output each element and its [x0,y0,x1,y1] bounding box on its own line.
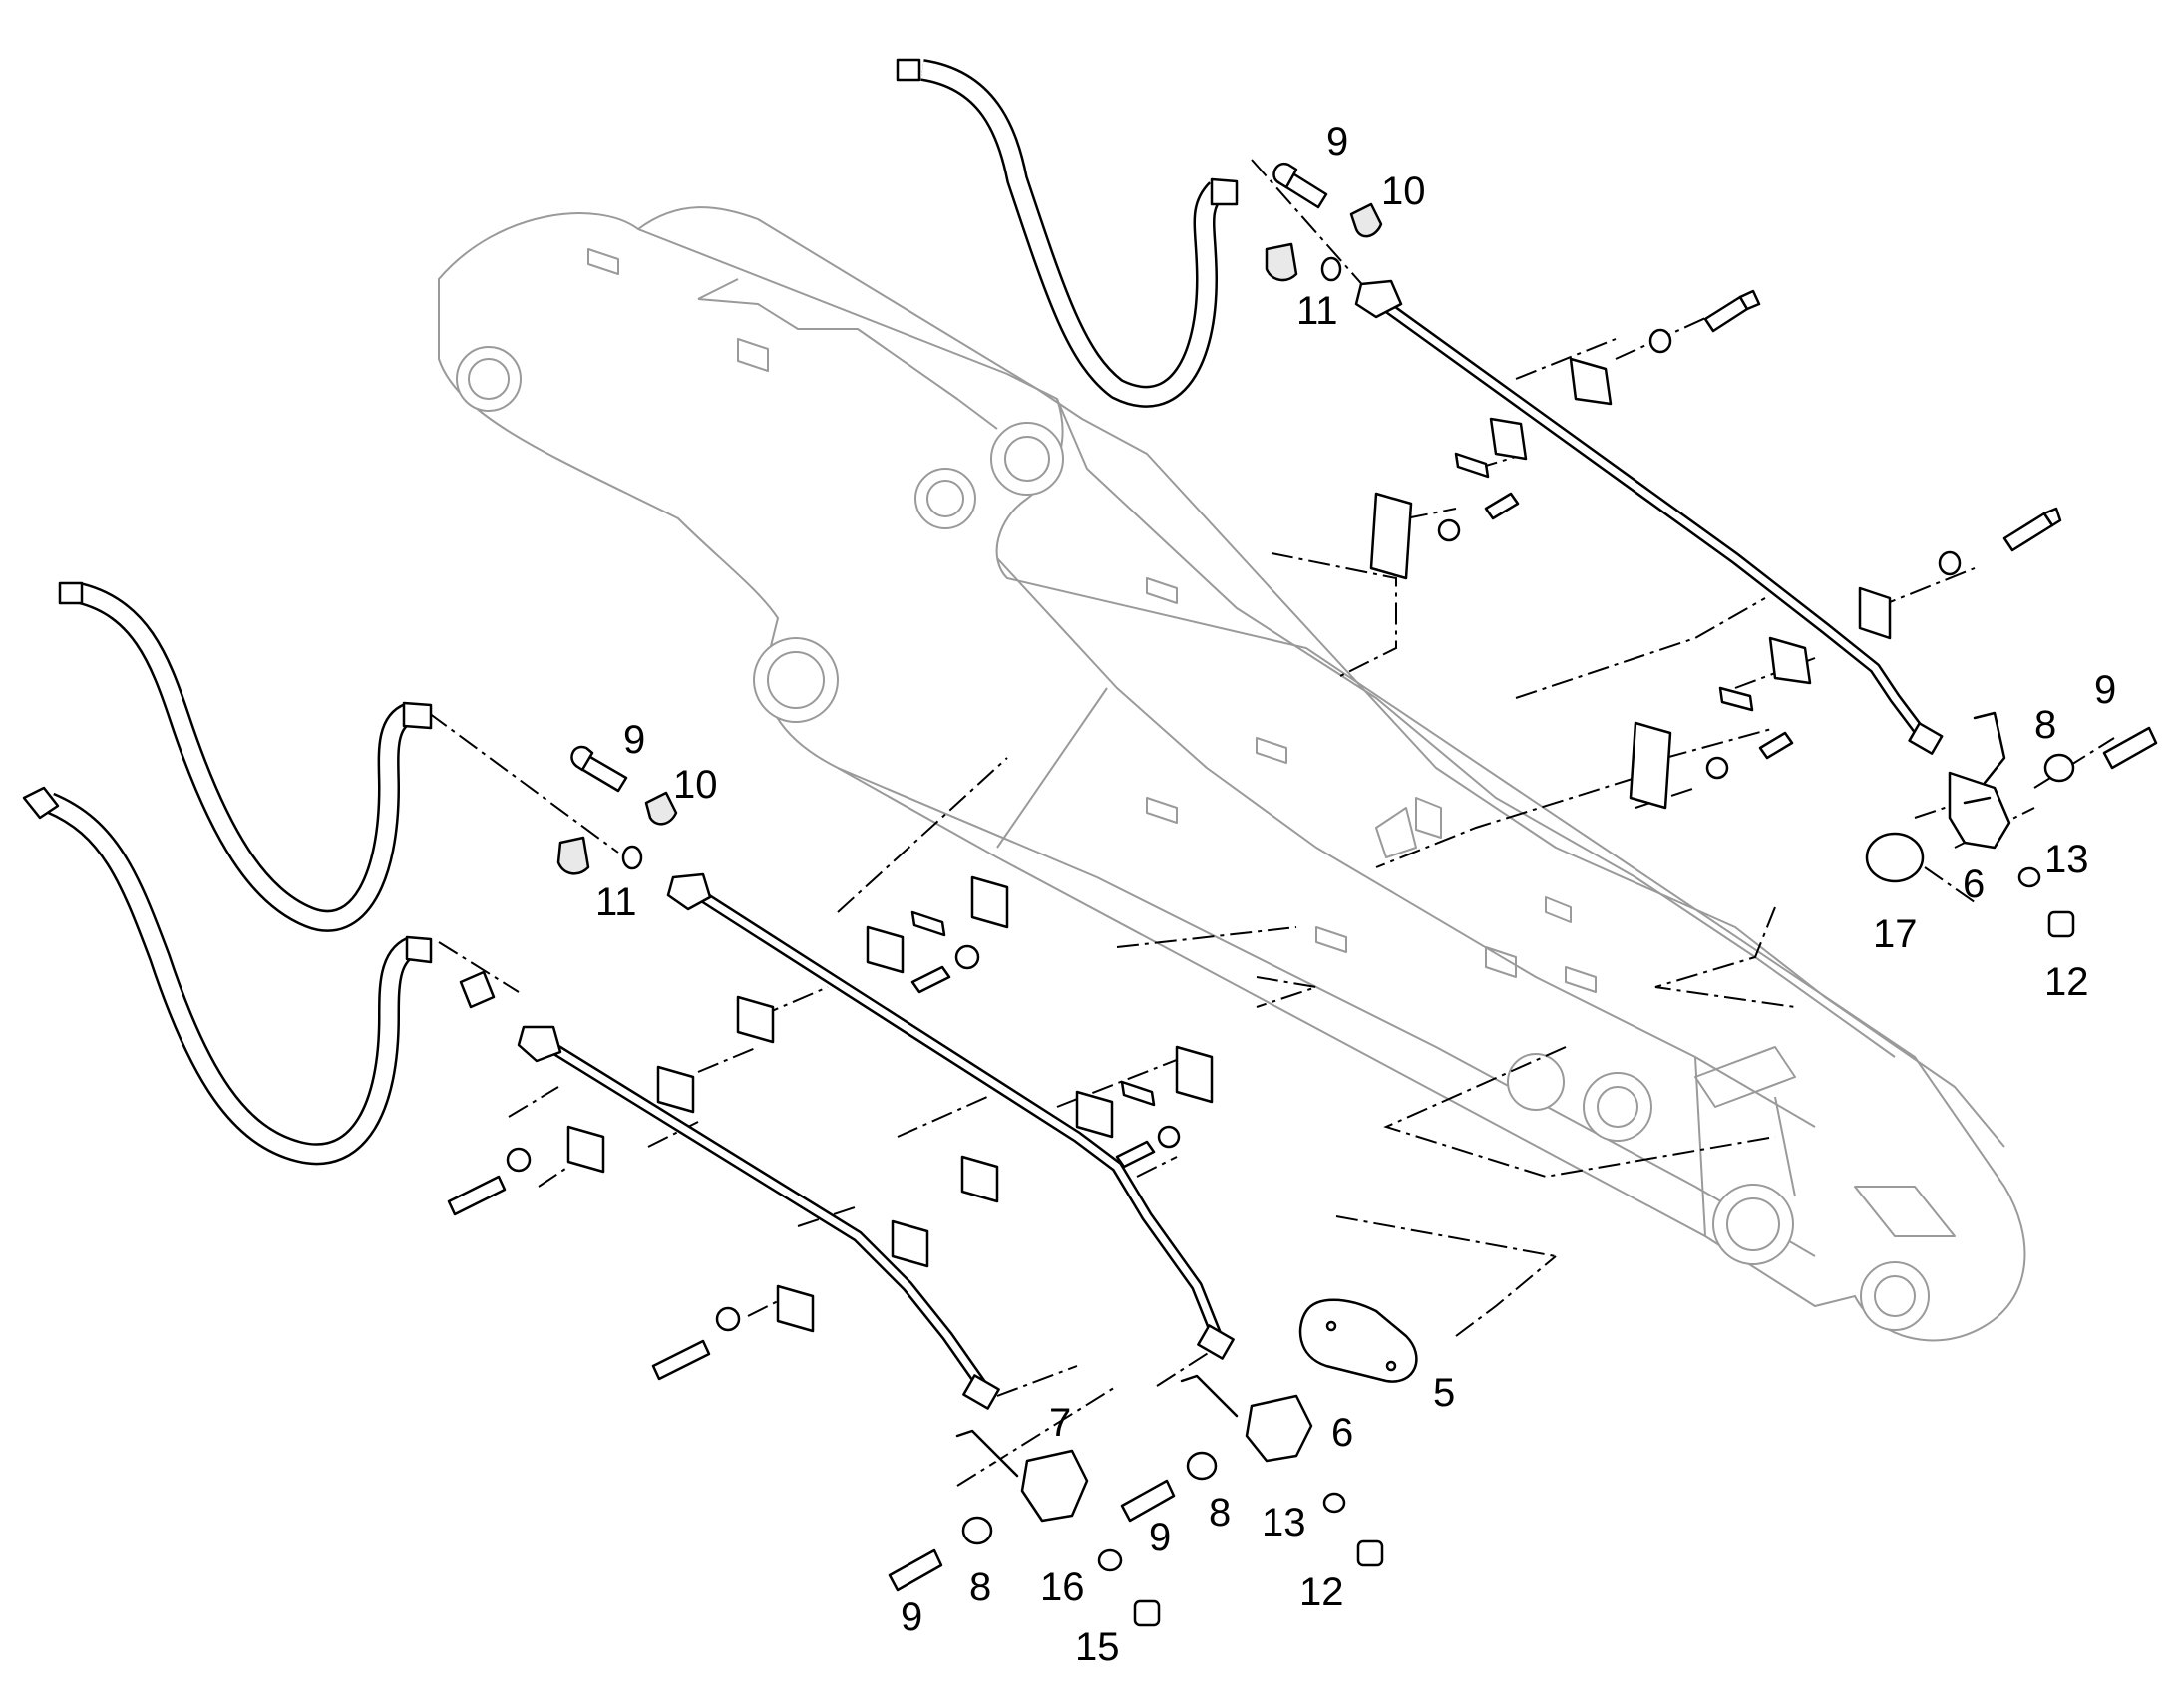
bracket-right-4 [1768,636,1812,685]
valve-6-right [1948,711,2011,850]
callout-16: 16 [1040,1565,1085,1609]
callout-11-top: 11 [1296,289,1338,333]
cover-right-4 [1629,721,1672,810]
washer-upper-right-1 [1648,328,1672,354]
washer-mid-2 [1157,1125,1181,1149]
bracket-left-5 [566,1125,605,1174]
plate-right-4 [1718,686,1754,712]
plug-13-right [2017,866,2041,888]
plate-upper-right [1454,452,1490,479]
clamp-half-10-top [1349,202,1383,238]
bracket-left-3 [736,995,775,1044]
callout-9-lower: 9 [1149,1516,1171,1559]
cap-12-right [2047,910,2075,938]
bolt-upper-right-1 [1703,289,1761,333]
clamp-half-left-lower [556,836,590,875]
plate-left-1 [910,910,946,937]
bracket-left-2 [866,925,905,974]
plug-13-lower [1322,1492,1346,1514]
bolt-9-right [2102,726,2158,770]
callout-6-right: 6 [1963,862,1985,906]
bracket-mid-1 [1175,1045,1214,1104]
bracket-upper-right-2 [1489,417,1528,461]
bracket-left-4 [656,1065,695,1114]
callout-8-lower: 8 [1209,1491,1231,1535]
bolt-left-2 [910,965,951,994]
cap-12-lower [1356,1539,1384,1567]
bolt-upper-right-2 [1484,492,1520,520]
plate-mid-1 [1120,1080,1156,1107]
callout-6-lower: 6 [1331,1411,1353,1455]
o-ring-11-left [621,845,643,870]
bolt-mid-2 [1115,1140,1156,1169]
callout-9-bottom: 9 [901,1595,922,1639]
adapter-left [459,970,496,1009]
callout-11-left: 11 [595,880,637,924]
bolt-9-bottom-left [888,1548,943,1592]
callout-10-top: 10 [1381,170,1426,213]
valve-7 [955,1429,1089,1523]
boom-outline [438,206,2026,1342]
bolt-9-left [570,745,628,793]
callout-17: 17 [1873,912,1918,956]
washer-mid-5 [715,1306,741,1332]
bolt-right-3 [2002,507,2062,552]
bracket-upper-right-1 [1569,357,1613,406]
clamp-half-top-left [1265,242,1298,282]
bolt-right-4 [1758,731,1794,760]
callout-labels: 9 10 11 8 9 13 6 17 12 9 10 11 5 7 6 8 9… [595,120,2116,1669]
bolt-left-5 [447,1175,507,1216]
callout-9-right: 9 [2094,668,2116,712]
callout-9-left: 9 [623,718,645,762]
washer-right-3 [1938,550,1962,576]
callout-13-right: 13 [2044,838,2089,881]
cap-15 [1133,1599,1161,1627]
callout-8-right: 8 [2034,703,2056,747]
washer-8-left [961,1516,993,1545]
washer-upper-right-2 [1437,518,1461,542]
cover-upper-right [1369,492,1413,580]
tube-bottom [517,1025,1000,1410]
bracket-mid-2 [1075,1090,1114,1139]
callout-5: 5 [1433,1371,1455,1415]
bolt-mid-5 [651,1339,711,1381]
washer-right-4 [1705,756,1729,780]
plug-16 [1097,1548,1123,1572]
o-ring-11-top [1320,256,1342,282]
callout-9-top: 9 [1326,120,1348,164]
hose-bottom [22,786,433,1166]
bracket-mid-3 [960,1155,999,1203]
callout-12-lower: 12 [1299,1570,1344,1614]
bracket-left-1 [970,875,1009,929]
callout-13-lower: 13 [1262,1501,1306,1544]
tube-top [1354,279,1944,755]
callout-8-bottom: 8 [969,1565,991,1609]
bolt-9-top [1272,162,1328,209]
hose-middle [58,581,433,932]
valve-6-lower [1180,1374,1313,1463]
washer-left-2 [954,944,980,970]
washer-8-right [2043,753,2075,783]
cover-plate-5 [1298,1298,1418,1383]
bracket-mid-5 [776,1284,815,1333]
washer-8-lower [1186,1451,1218,1481]
bolt-9-lower [1120,1479,1176,1523]
callout-15: 15 [1075,1625,1120,1669]
tube-middle [666,872,1235,1360]
cover-17 [1865,832,1925,883]
callout-7: 7 [1049,1401,1071,1445]
callout-10-left: 10 [673,763,718,807]
bracket-mid-4 [891,1219,929,1268]
washer-left-5 [506,1147,532,1173]
callout-12-right: 12 [2044,960,2089,1004]
clamp-half-10-left [644,791,678,826]
bracket-right-3 [1858,586,1892,640]
hose-top [896,58,1239,408]
